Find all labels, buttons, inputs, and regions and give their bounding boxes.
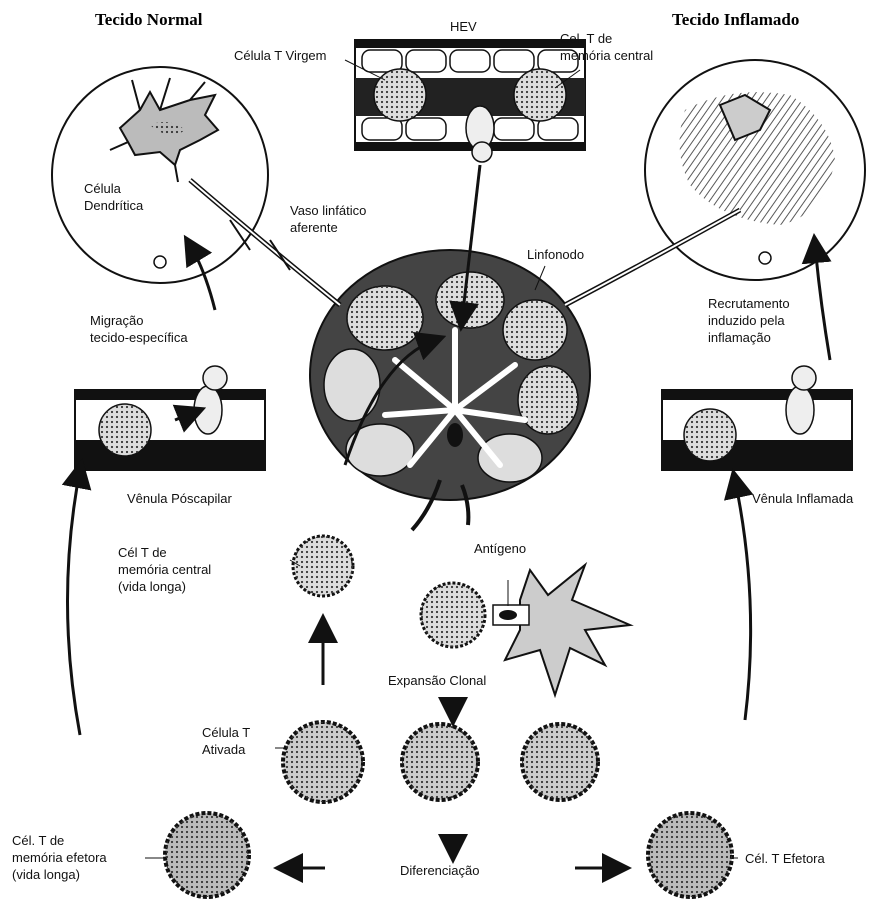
label-activated-t-cell: Célula T Ativada — [202, 724, 250, 758]
label-postcapillary-venule: Vênula Póscapilar — [127, 490, 232, 507]
label-central-memory-t-cell: Cél T de memória central (vida longa) — [118, 544, 211, 595]
postcapillary-venule — [75, 366, 265, 470]
naive-t-cell-antigen — [421, 583, 485, 647]
expanded-t-cell-1 — [402, 724, 478, 800]
label-central-memory-top: Cel. T de memória central — [560, 30, 653, 64]
effector-memory-t-cell — [165, 813, 249, 897]
label-lymph-node: Linfonodo — [527, 246, 584, 263]
label-differentiation: Diferenciação — [400, 862, 480, 879]
label-inflamed-venule: Vênula Inflamada — [752, 490, 853, 507]
activated-t-cell — [283, 722, 363, 802]
label-inflammation-recruitment: Recrutamento induzido pela inflamação — [708, 295, 790, 346]
expanded-t-cell-2 — [522, 724, 598, 800]
effector-t-cell — [648, 813, 732, 897]
label-effector-memory-t-cell: Cél. T de memória efetora (vida longa) — [12, 832, 107, 883]
label-afferent-lymph-vessel: Vaso linfático aferente — [290, 202, 366, 236]
label-naive-t-cell: Célula T Virgem — [234, 47, 327, 64]
label-hev: HEV — [450, 18, 477, 35]
lymph-node — [310, 250, 590, 530]
label-tissue-specific-migration: Migração tecido-específica — [90, 312, 188, 346]
title-inflamed-tissue: Tecido Inflamado — [672, 10, 799, 30]
central-memory-t-cell — [293, 536, 353, 596]
label-effector-t-cell: Cél. T Efetora — [745, 850, 825, 867]
title-normal-tissue: Tecido Normal — [95, 10, 203, 30]
antigen-presenting-cell — [493, 565, 630, 695]
label-antigen: Antígeno — [474, 540, 526, 557]
hev-vessel — [355, 40, 585, 162]
inflamed-venule — [662, 366, 852, 470]
label-dendritic-cell: Célula Dendrítica — [84, 180, 143, 214]
normal-tissue-circle — [52, 67, 268, 283]
label-clonal-expansion: Expansão Clonal — [388, 672, 486, 689]
